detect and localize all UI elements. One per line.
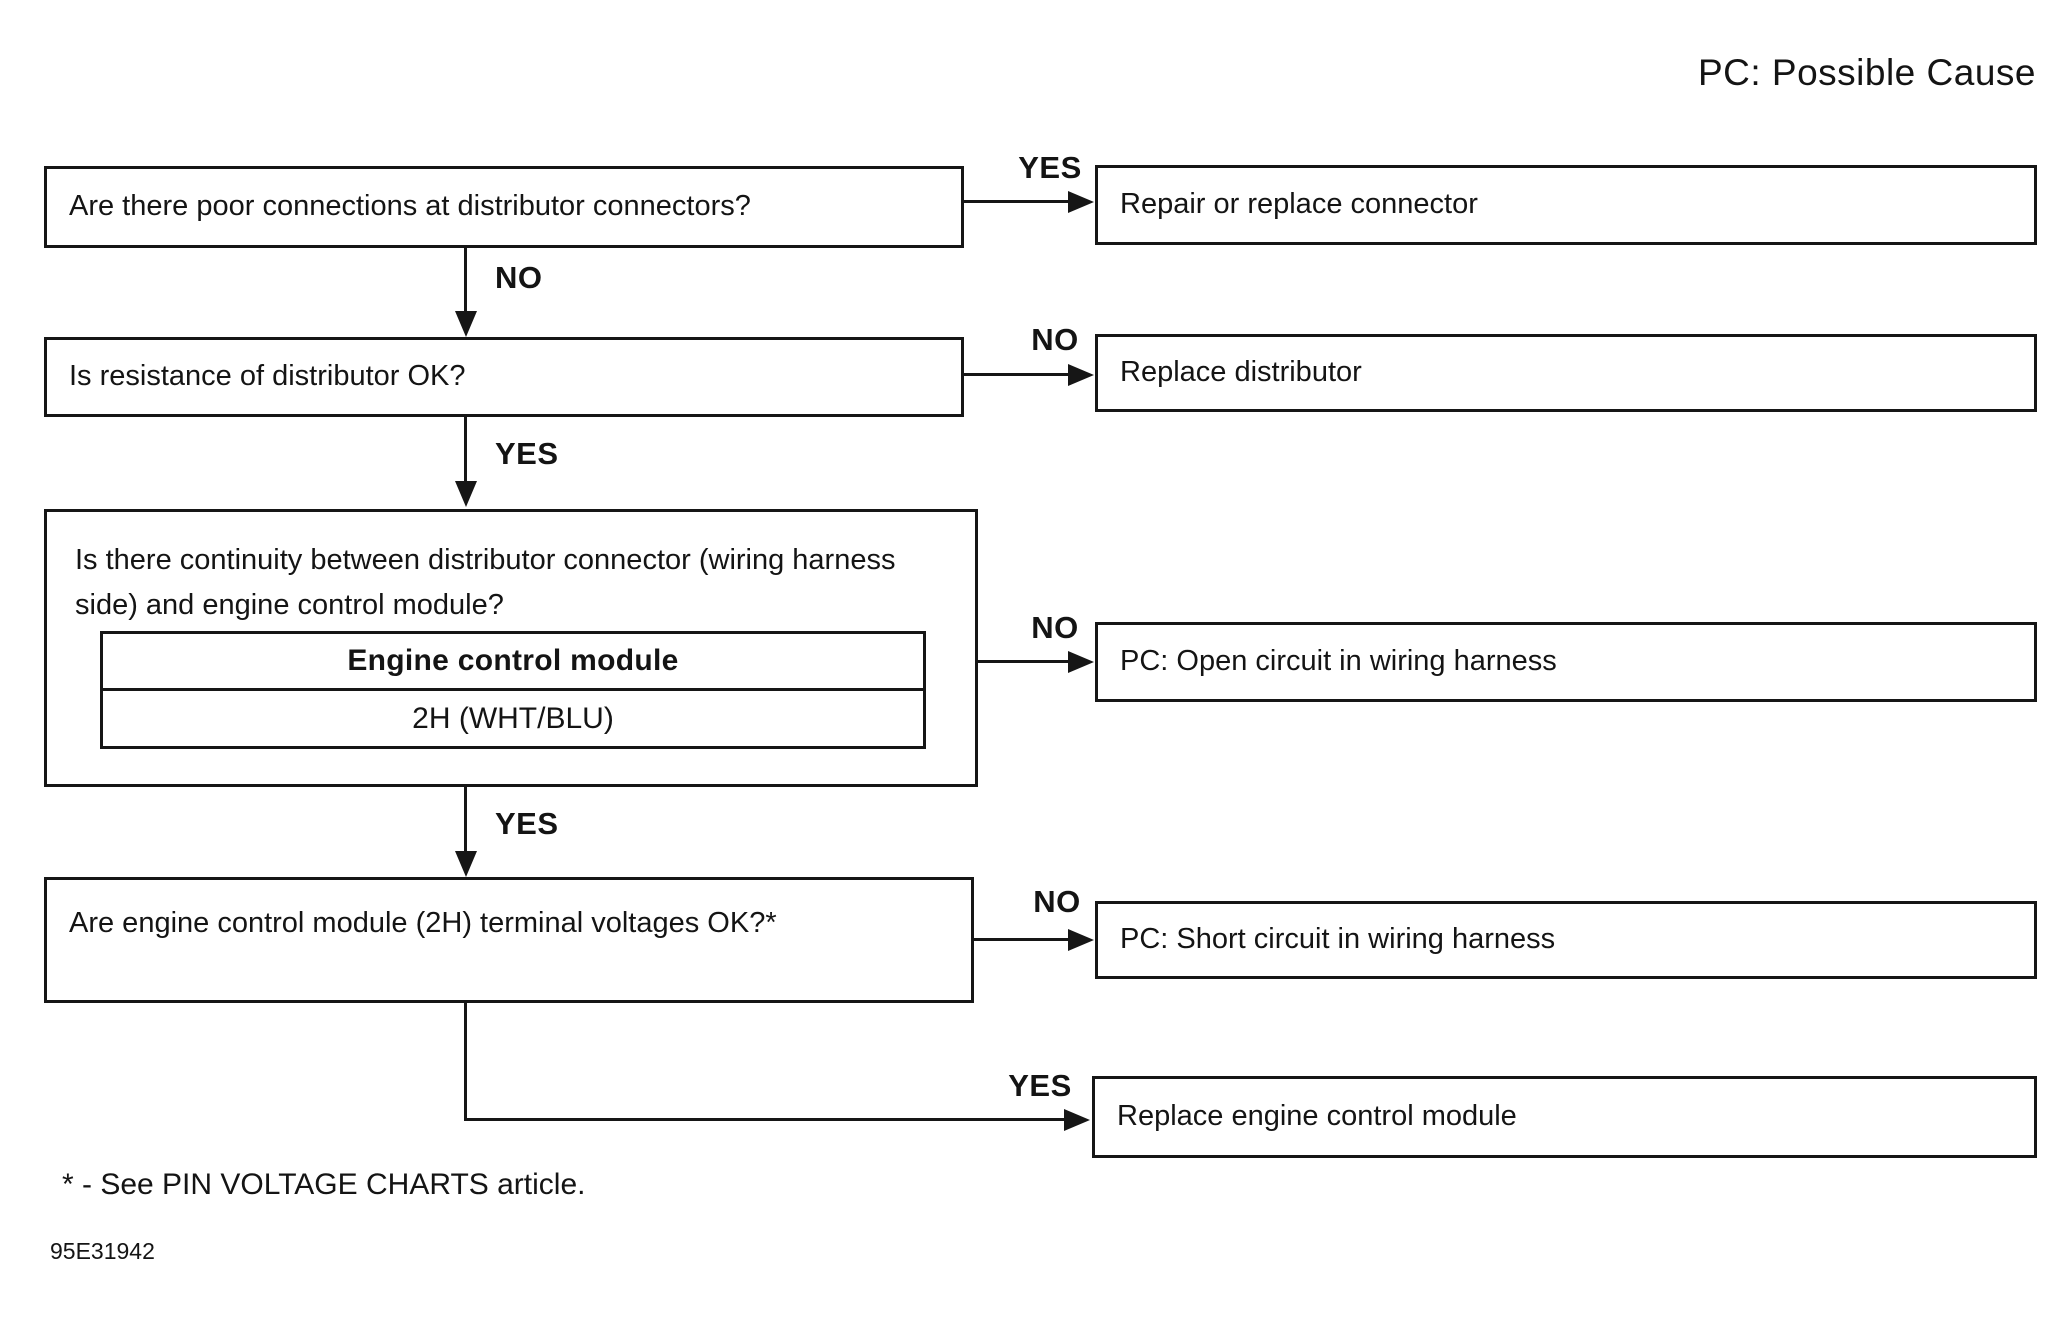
question-box-continuity: Is there continuity between distributor … — [44, 509, 978, 787]
connector-q4-a5-arrowhead-icon — [1064, 1108, 1090, 1131]
question-box-terminal-voltages: Are engine control module (2H) terminal … — [44, 877, 974, 1003]
result-text: Replace engine control module — [1117, 1100, 1517, 1133]
connector-q3-a3-line — [978, 660, 1070, 663]
result-box-replace-ecm: Replace engine control module — [1092, 1076, 2037, 1158]
yes-label-q3: YES — [495, 806, 559, 841]
connector-q1-q2-arrowhead-icon — [454, 311, 477, 337]
connector-q4-a4-arrowhead-icon — [1068, 928, 1094, 951]
question-text: Are there poor connections at distributo… — [69, 190, 751, 223]
connector-q4-a5-hline — [464, 1118, 1066, 1121]
connector-q3-a3-arrowhead-icon — [1068, 650, 1094, 673]
ecm-connector-diagram: Engine control module 2H (WHT/BLU) — [100, 631, 926, 749]
result-text: Replace distributor — [1120, 356, 1362, 389]
ecm-connector-title: Engine control module — [103, 634, 923, 691]
result-text: PC: Open circuit in wiring harness — [1120, 645, 1557, 678]
connector-q2-q3-line — [464, 417, 467, 483]
connector-q2-a2-line — [964, 373, 1070, 376]
yes-label-q2: YES — [495, 436, 559, 471]
result-text: PC: Short circuit in wiring harness — [1120, 923, 1556, 956]
connector-q1-q2-line — [464, 248, 467, 316]
result-box-short-circuit: PC: Short circuit in wiring harness — [1095, 901, 2037, 979]
figure-id: 95E31942 — [50, 1238, 155, 1264]
question-text: Are engine control module (2H) terminal … — [69, 907, 777, 939]
result-box-replace-distributor: Replace distributor — [1095, 334, 2037, 412]
question-text: Is there continuity between distributor … — [75, 544, 896, 621]
result-box-open-circuit: PC: Open circuit in wiring harness — [1095, 622, 2037, 702]
connector-q4-a4-line — [974, 938, 1070, 941]
question-box-distributor-resistance: Is resistance of distributor OK? — [44, 337, 964, 417]
connector-q1-a1-arrowhead-icon — [1068, 190, 1094, 213]
footnote-pin-voltage-charts: * - See PIN VOLTAGE CHARTS article. — [62, 1168, 586, 1201]
question-box-poor-connections: Are there poor connections at distributo… — [44, 166, 964, 248]
no-label-q1: NO — [495, 260, 543, 295]
possible-cause-legend: PC: Possible Cause — [1697, 52, 2036, 93]
connector-q3-q4-line — [464, 787, 467, 853]
result-box-repair-connector: Repair or replace connector — [1095, 165, 2037, 245]
connector-q2-q3-arrowhead-icon — [454, 481, 477, 507]
result-text: Repair or replace connector — [1120, 188, 1478, 221]
connector-q1-a1-line — [964, 200, 1070, 203]
yes-label-q1: YES — [1018, 150, 1082, 185]
connector-q2-a2-arrowhead-icon — [1068, 363, 1094, 386]
no-label-q2: NO — [1031, 322, 1079, 357]
question-text: Is resistance of distributor OK? — [69, 360, 466, 393]
no-label-q4: NO — [1033, 884, 1081, 919]
connector-q3-q4-arrowhead-icon — [454, 851, 477, 877]
no-label-q3: NO — [1031, 610, 1079, 645]
yes-label-q4: YES — [1008, 1068, 1072, 1103]
ecm-connector-terminal: 2H (WHT/BLU) — [412, 701, 614, 735]
connector-q4-a5-vline — [464, 1003, 467, 1121]
